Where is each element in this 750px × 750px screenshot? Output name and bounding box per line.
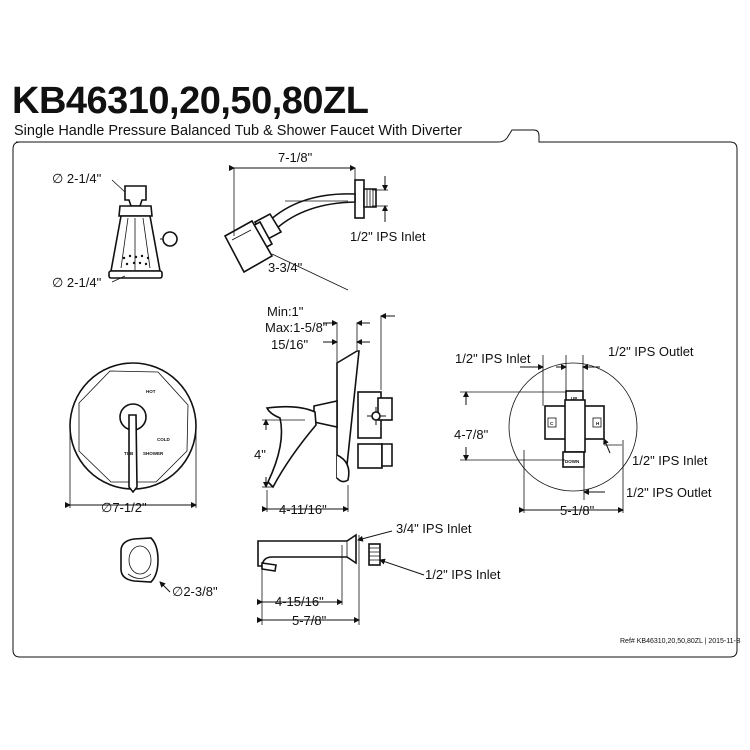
plate-dia-label: ∅7-1/2"	[101, 500, 147, 515]
spout-inlet-34-label: 3/4" IPS Inlet	[396, 521, 472, 536]
valve-width-label: 4-11/16"	[279, 502, 327, 517]
subtitle: Single Handle Pressure Balanced Tub & Sh…	[14, 123, 463, 139]
plate-shower-label: SHOWER	[143, 451, 164, 456]
arm-length-label: 7-1/8"	[278, 150, 313, 165]
dim-inlet-right	[603, 438, 611, 454]
shower-head-front	[108, 185, 178, 279]
min-label: Min:1"	[267, 304, 304, 319]
flange-dia-label: ∅2-3/8"	[172, 584, 218, 599]
rough-inlet-right-label: 1/2" IPS Inlet	[632, 453, 708, 468]
leader-dia-bottom	[111, 275, 126, 283]
spout-short-label: 4-15/16"	[275, 594, 324, 609]
leader-inlet-12	[379, 558, 425, 576]
rough-h-label: H	[596, 421, 599, 426]
rough-width-label: 5-1/8"	[560, 503, 595, 518]
shower-dia-bottom-label: ∅ 2-1/4"	[52, 275, 102, 290]
plate-tub-label: TUB	[124, 451, 134, 456]
plate-cold-label: COLD	[157, 437, 170, 442]
model-title: KB46310,20,50,80ZL	[12, 80, 369, 122]
leader-dia-top	[111, 179, 126, 193]
rough-outlet-top-label: 1/2" IPS Outlet	[608, 344, 694, 359]
reference-note: Ref# KB46310,20,50,80ZL | 2015-11-B	[620, 638, 741, 645]
tub-spout-side	[257, 533, 381, 572]
valve-trim-front: HOT COLD TUB SHOWER	[69, 362, 197, 494]
rough-down-label: DOWN	[565, 459, 579, 464]
rough-in-front: UP DOWN C H	[508, 362, 638, 492]
rough-height-label: 4-7/8"	[454, 427, 489, 442]
spray-holes-icon	[122, 254, 150, 266]
rough-inlet-left-label: 1/2" IPS Inlet	[455, 351, 531, 366]
shower-arm-side	[223, 179, 377, 274]
leader-inlet-34	[357, 530, 393, 542]
arm-inlet-label: 1/2" IPS Inlet	[350, 229, 426, 244]
depth-label: 15/16"	[271, 337, 309, 352]
dim-drop-diag	[271, 253, 349, 291]
dim-flange-dia	[159, 581, 171, 593]
valve-height-label: 4"	[254, 447, 266, 462]
rough-c-label: C	[550, 421, 554, 426]
max-label: Max:1-5/8"	[265, 320, 328, 335]
rough-up-label: UP	[571, 396, 577, 401]
plate-hot-label: HOT	[146, 389, 156, 394]
spout-flange	[120, 537, 159, 583]
spout-inlet-12-label: 1/2" IPS Inlet	[425, 567, 501, 582]
shower-dia-top-label: ∅ 2-1/4"	[52, 171, 102, 186]
rough-outlet-bottom-label: 1/2" IPS Outlet	[626, 485, 712, 500]
drawing-frame	[12, 129, 738, 658]
valve-side	[265, 350, 393, 489]
drop-label: 3-3/4"	[268, 260, 303, 275]
spout-long-label: 5-7/8"	[292, 613, 327, 628]
